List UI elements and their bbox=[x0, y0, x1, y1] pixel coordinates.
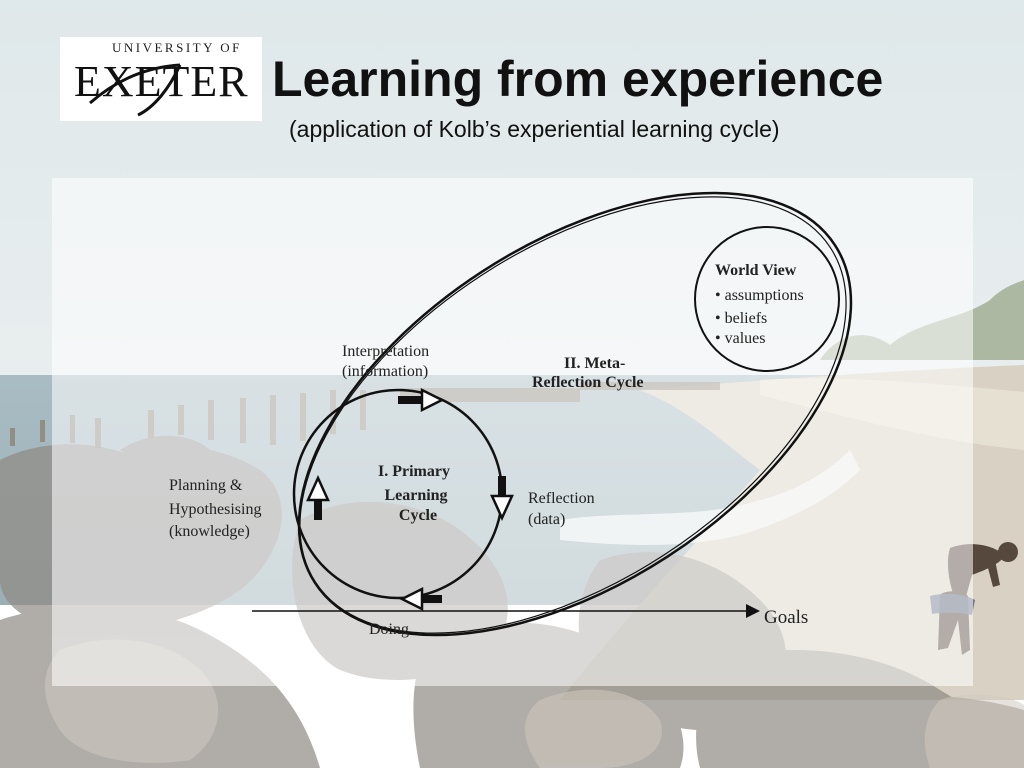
diagram-panel: Interpretation (information) II. Meta- R… bbox=[52, 178, 973, 686]
page-title: Learning from experience bbox=[272, 51, 884, 107]
goals-axis-arrowhead bbox=[746, 604, 760, 618]
meta-reflection-cycle-label: II. Meta- Reflection Cycle bbox=[532, 355, 644, 391]
cycle-arrow-bottom bbox=[399, 586, 442, 612]
interpretation-label: Interpretation (information) bbox=[342, 343, 433, 380]
goals-label: Goals bbox=[764, 607, 808, 628]
university-of-exeter-logo: UNIVERSITY OF EXETER bbox=[60, 37, 262, 121]
meta-reflection-cycle-ellipse-inner bbox=[299, 196, 847, 634]
world-view-list: World View • assumptions • beliefs • val… bbox=[715, 262, 808, 347]
cycle-arrow-top bbox=[398, 387, 445, 413]
doing-label: Doing bbox=[369, 621, 409, 638]
primary-learning-cycle-label: I. Primary Learning Cycle bbox=[378, 463, 454, 524]
logo-swash-graphic bbox=[89, 63, 182, 117]
page-subtitle: (application of Kolb’s experiential lear… bbox=[289, 116, 780, 142]
reflection-label: Reflection (data) bbox=[528, 490, 599, 528]
world-view-circle bbox=[694, 226, 840, 372]
planning-hypothesising-label: Planning & Hypothesising (knowledge) bbox=[169, 477, 265, 540]
cycle-arrow-right bbox=[490, 476, 514, 522]
cycle-arrow-left bbox=[306, 474, 330, 520]
meta-reflection-cycle-ellipse bbox=[297, 191, 853, 637]
kolb-learning-cycle-diagram: Interpretation (information) II. Meta- R… bbox=[169, 191, 853, 638]
logo-university-of-text: UNIVERSITY OF bbox=[112, 40, 242, 55]
